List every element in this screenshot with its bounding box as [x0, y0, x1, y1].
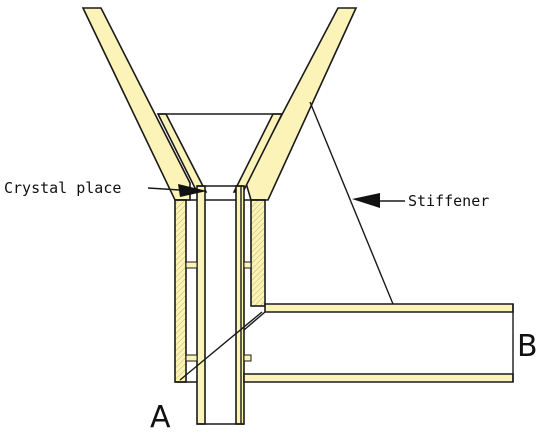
- stiffener-label: Stiffener: [408, 192, 489, 210]
- tube-joint: [243, 354, 252, 362]
- stiffener-rod: [309, 101, 394, 305]
- crystal-place-arrow-icon: [178, 184, 207, 197]
- crystal-tube-left-wall: [196, 185, 206, 425]
- outlet-b-label: B: [517, 329, 538, 364]
- tube-joint: [243, 261, 252, 269]
- outlet-pipe-inner-corner: [243, 311, 266, 331]
- body-left-wall: [174, 199, 187, 383]
- crystal-tube-right-wall: [235, 185, 245, 425]
- outer-funnel-right-wall: [245, 7, 358, 201]
- body-right-wall: [250, 199, 266, 307]
- stiffener-arrow-icon: [352, 193, 380, 208]
- outlet-pipe-top-wall: [264, 303, 514, 313]
- tube-joint: [185, 261, 198, 269]
- crystal-place-label: Crystal place: [4, 179, 121, 197]
- outlet-a-label: A: [150, 400, 171, 435]
- tube-joint: [185, 354, 198, 362]
- outer-funnel-left-wall: [81, 7, 191, 201]
- internal-diagonal: [179, 311, 263, 381]
- crystal-place-leader: [147, 187, 181, 191]
- outlet-pipe-bottom-wall: [243, 373, 514, 383]
